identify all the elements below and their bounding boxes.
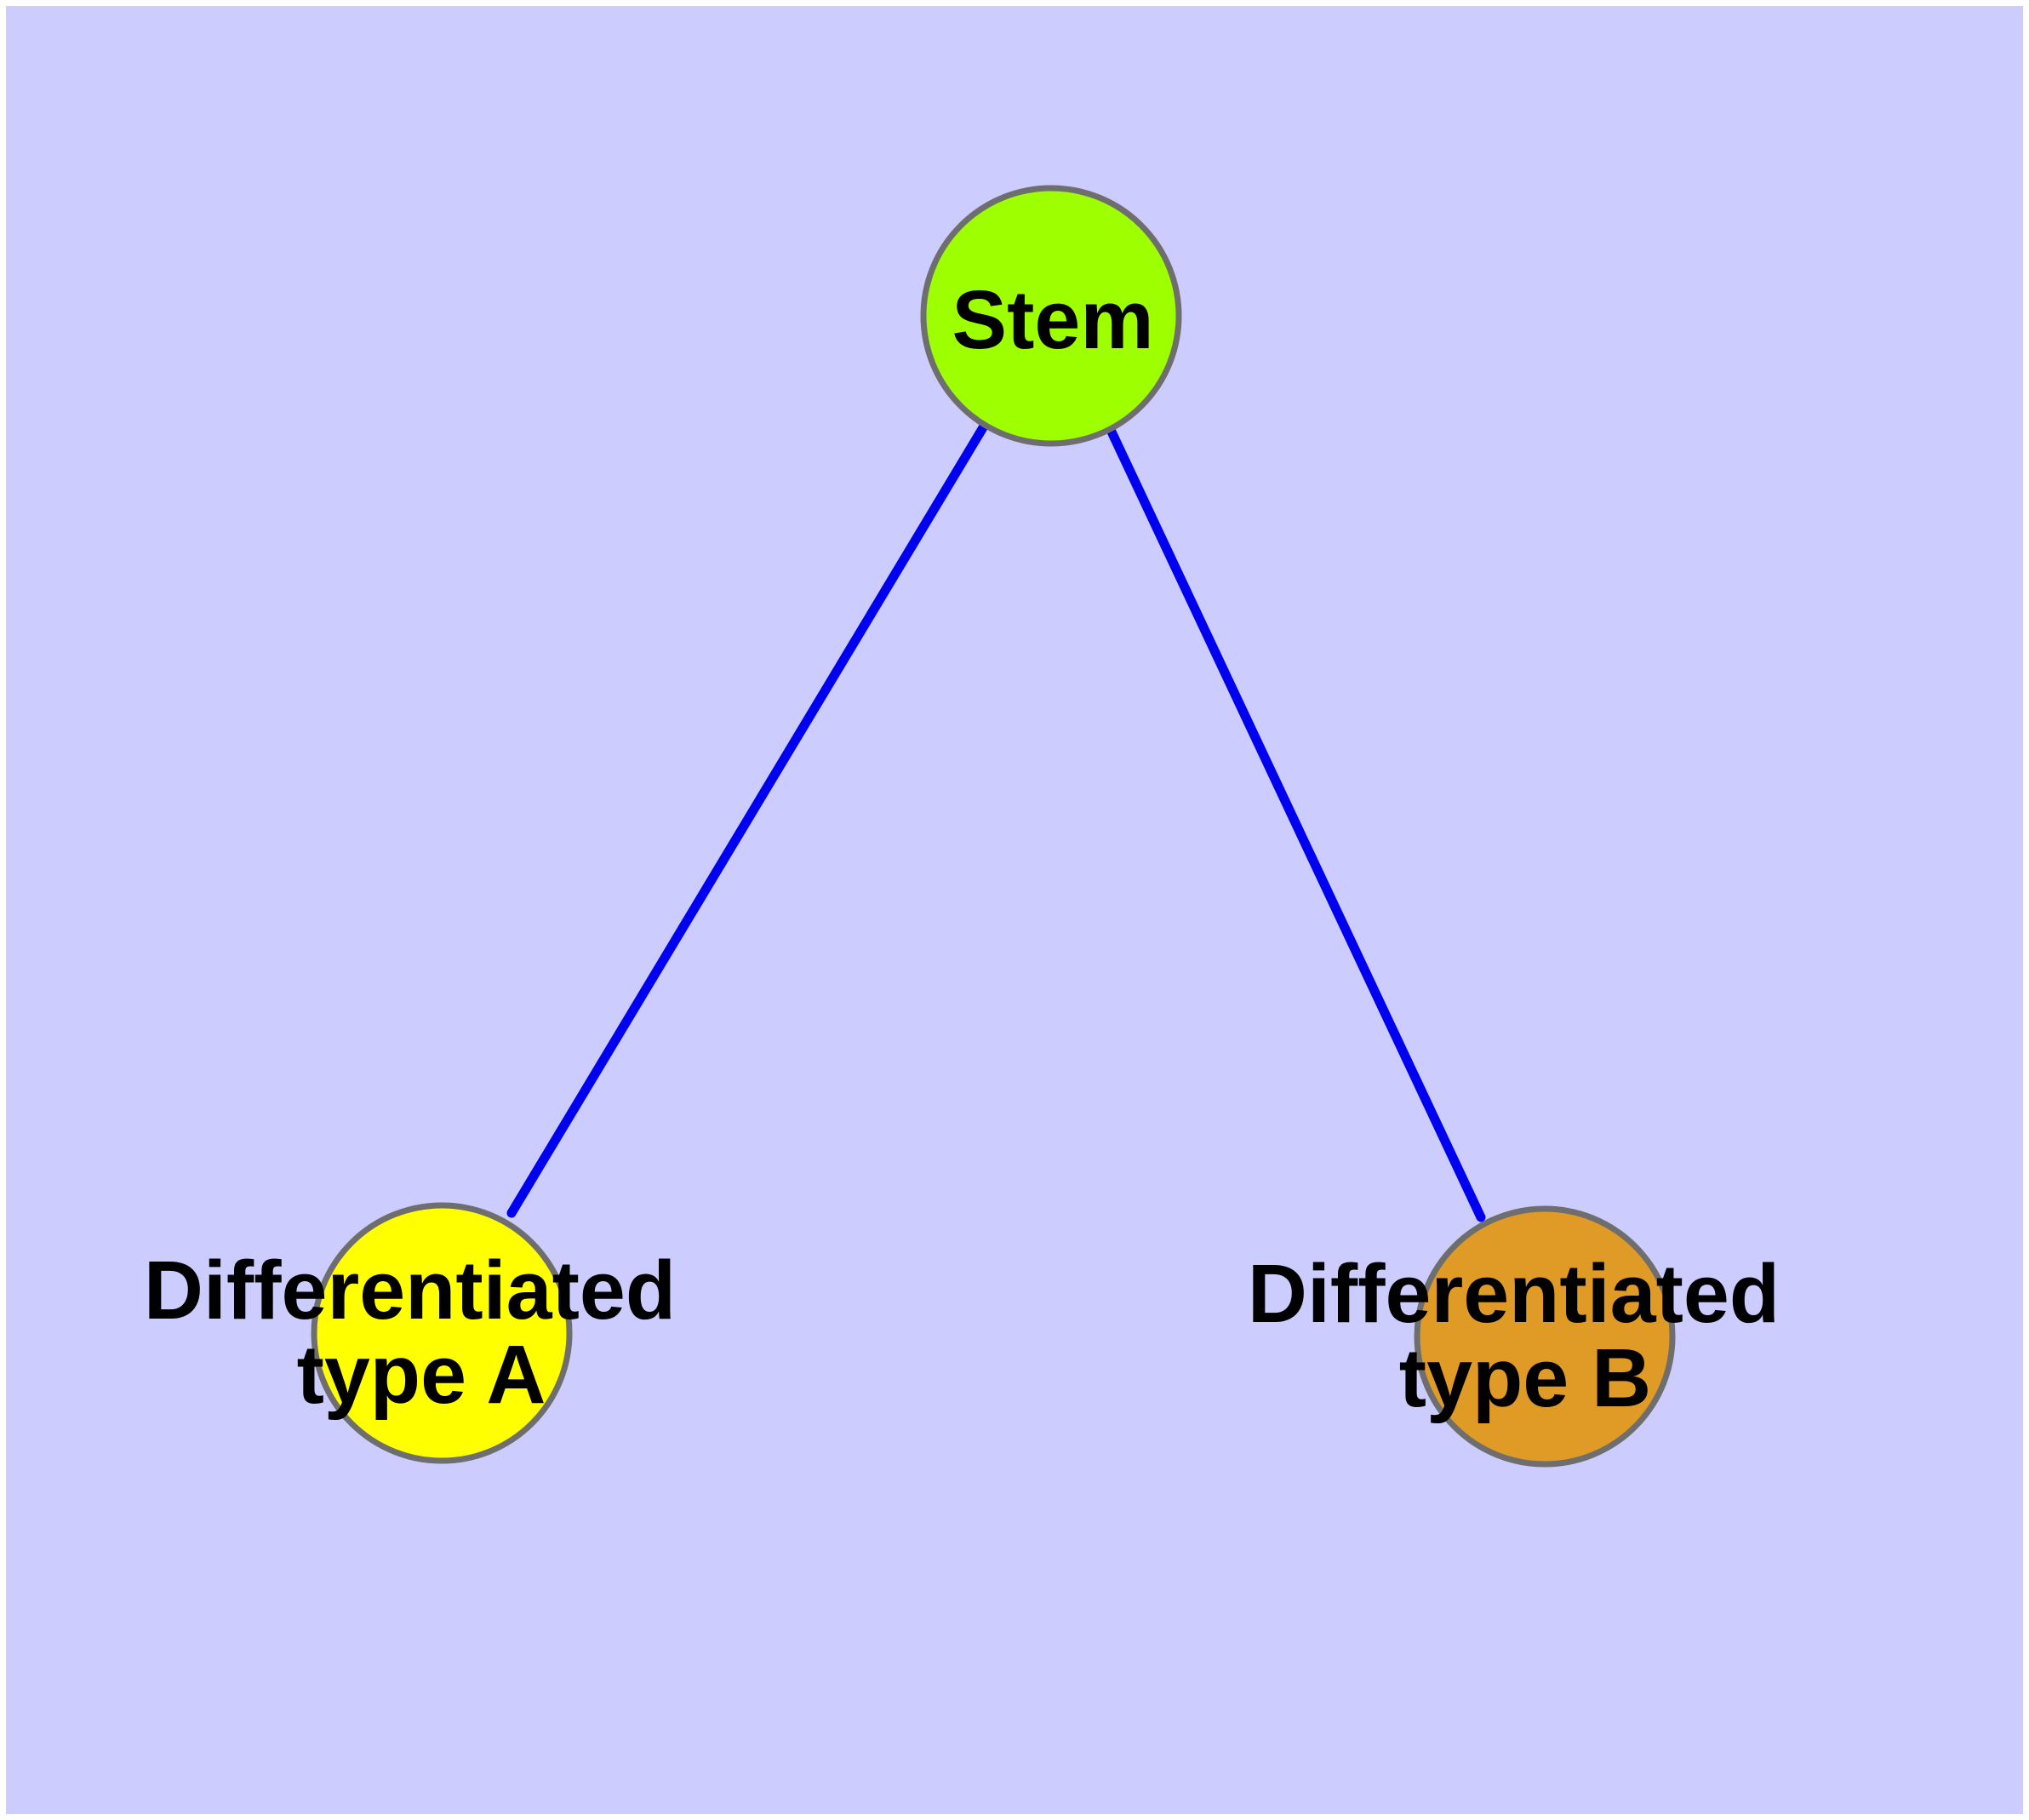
label-layer: Stem Differentiated type A Differentiate… (144, 273, 1803, 1424)
node-differentiated-type-a-label: Differentiated type A (144, 1244, 699, 1421)
node-differentiated-type-b-label: Differentiated type B (1248, 1247, 1803, 1424)
node-differentiated-type-a-circle[interactable] (311, 1202, 573, 1464)
edge-layer (506, 420, 1486, 1222)
node-differentiated-type-b-circle[interactable] (1414, 1205, 1676, 1468)
edge-stem-to-diff-b[interactable] (1106, 425, 1486, 1222)
node-stem-label: Stem (952, 273, 1153, 366)
edge-stem-to-diff-a[interactable] (506, 420, 990, 1218)
node-layer (311, 185, 1676, 1468)
node-stem-circle[interactable] (920, 185, 1182, 447)
